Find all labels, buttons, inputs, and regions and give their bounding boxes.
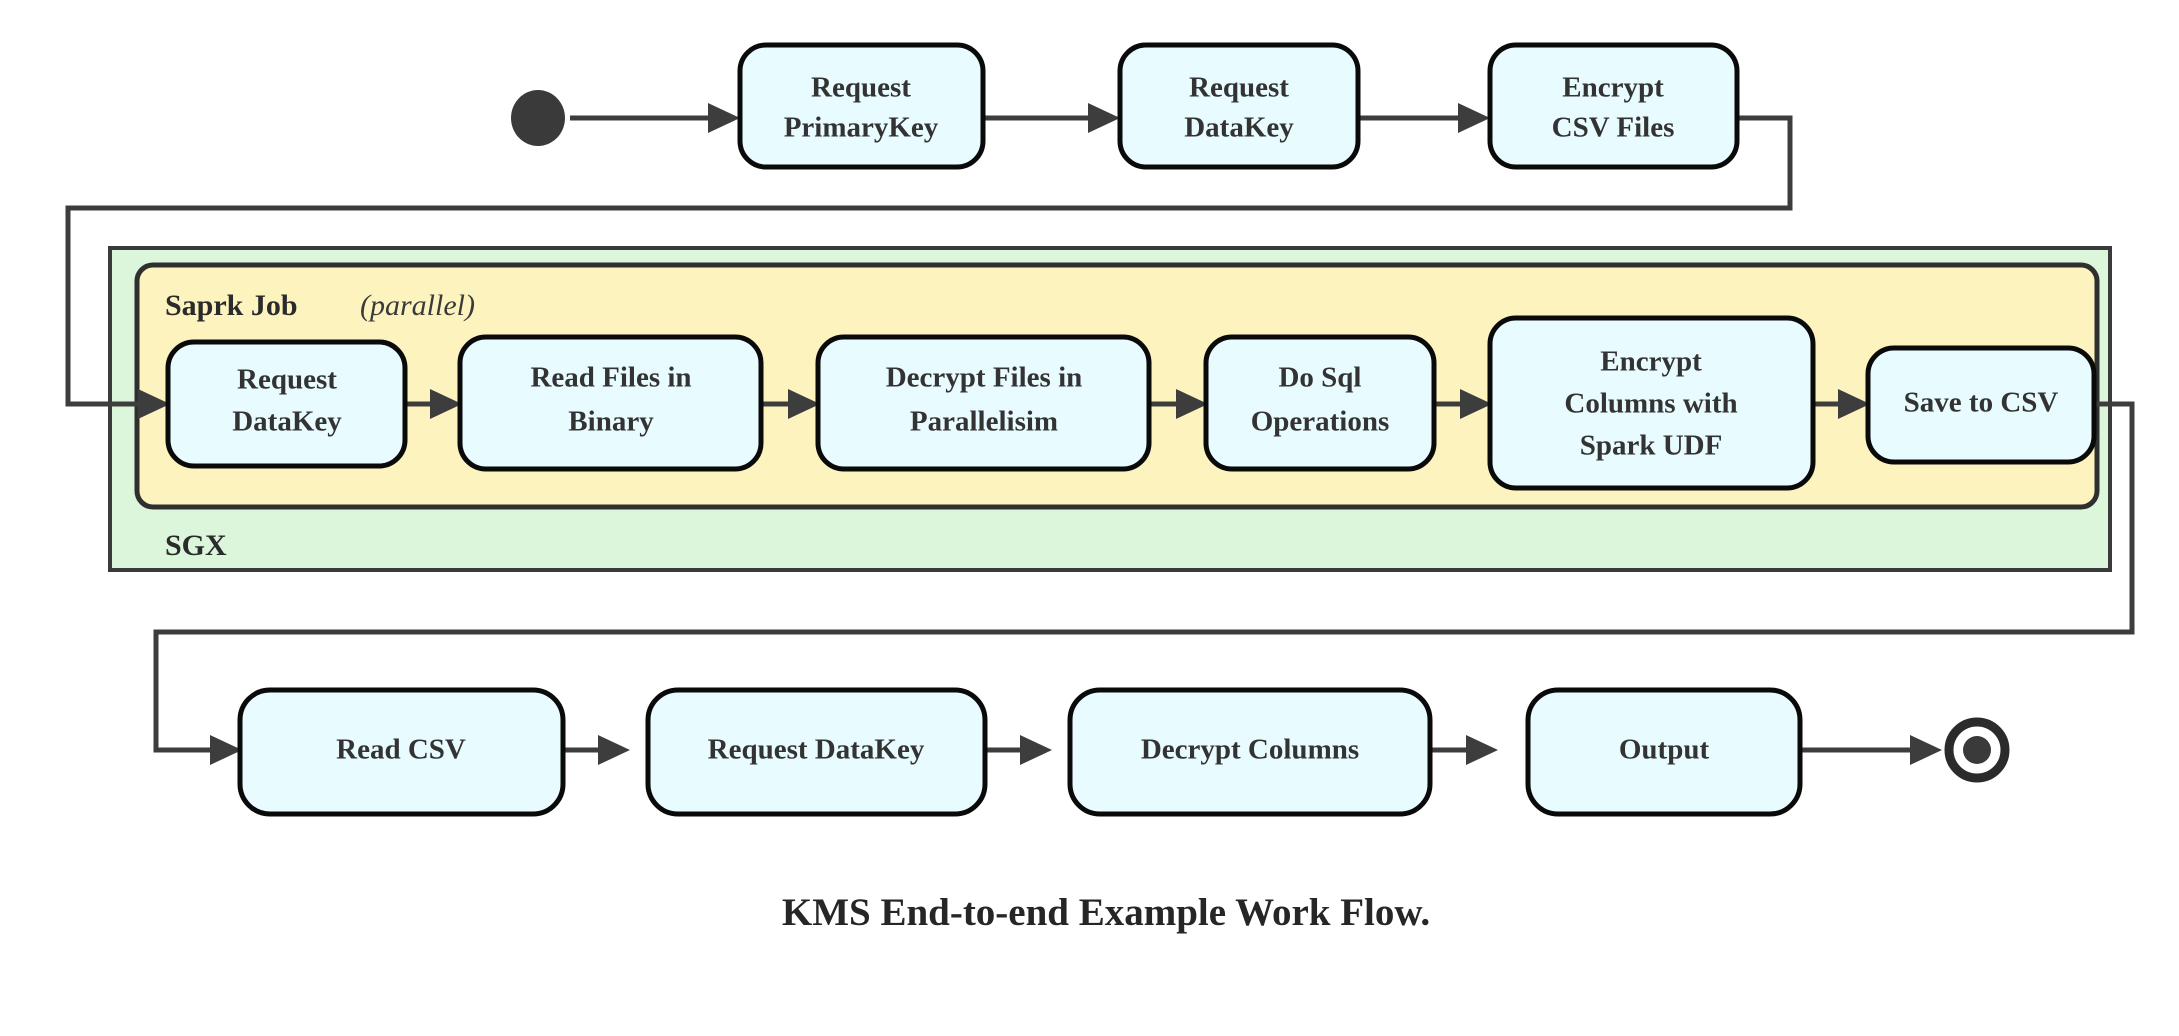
connector-read-files-to-decrypt-files bbox=[760, 389, 820, 419]
node-request-primarykey-line-1: Request bbox=[811, 72, 911, 104]
connector-spark-datakey-to-read-files bbox=[404, 389, 462, 419]
connector-datakey-to-encrypt-csv bbox=[1357, 103, 1490, 133]
connector-start-to-request-primarykey bbox=[570, 103, 740, 133]
node-request-datakey-bottom-label: Request DataKey bbox=[708, 734, 925, 766]
node-encrypt-csv-files-line-2: CSV Files bbox=[1552, 112, 1675, 144]
node-do-sql-operations-line-2: Operations bbox=[1251, 406, 1390, 438]
diagram-caption: KMS End-to-end Example Work Flow. bbox=[782, 891, 1430, 934]
node-read-files-in-binary[interactable]: Read Files in Binary bbox=[457, 334, 764, 472]
connector-decrypt-files-to-do-sql bbox=[1148, 389, 1208, 419]
node-read-csv-label: Read CSV bbox=[336, 734, 466, 766]
node-decrypt-files-in-parallelisim[interactable]: Decrypt Files in Parallelisim bbox=[815, 334, 1152, 472]
node-save-to-csv-label: Save to CSV bbox=[1904, 387, 2059, 419]
node-request-datakey-top-line-1: Request bbox=[1189, 72, 1289, 104]
node-decrypt-files-in-parallelisim-line-2: Parallelisim bbox=[910, 406, 1058, 438]
start-node bbox=[511, 90, 565, 146]
node-output-label: Output bbox=[1619, 734, 1710, 766]
node-output[interactable]: Output bbox=[1525, 687, 1803, 817]
node-request-datakey-spark-line-2: DataKey bbox=[232, 406, 342, 438]
connector-encrypt-csv-to-spark-datakey bbox=[65, 115, 1793, 419]
node-read-csv[interactable]: Read CSV bbox=[237, 687, 566, 817]
node-request-datakey-top-line-2: DataKey bbox=[1184, 112, 1294, 144]
node-save-to-csv[interactable]: Save to CSV bbox=[1865, 345, 2097, 465]
spark-job-group-label: Saprk Job bbox=[165, 289, 298, 322]
node-encrypt-csv-files[interactable]: Encrypt CSV Files bbox=[1487, 42, 1740, 170]
spark-job-parallel-label: (parallel) bbox=[360, 289, 475, 322]
node-encrypt-columns-with-spark-udf[interactable]: Encrypt Columns with Spark UDF bbox=[1487, 315, 1816, 491]
connector-save-csv-to-read-csv bbox=[153, 401, 2135, 765]
connector-encrypt-columns-to-save-csv bbox=[1812, 389, 1870, 419]
node-encrypt-csv-files-line-1: Encrypt bbox=[1562, 72, 1664, 104]
node-decrypt-columns[interactable]: Decrypt Columns bbox=[1067, 687, 1433, 817]
node-read-files-in-binary-line-2: Binary bbox=[568, 406, 654, 438]
connector-decrypt-columns-to-output bbox=[1430, 735, 1498, 765]
node-encrypt-columns-line-1: Encrypt bbox=[1600, 346, 1702, 378]
connector-request-datakey-to-decrypt-columns bbox=[984, 735, 1052, 765]
node-request-datakey-bottom[interactable]: Request DataKey bbox=[645, 687, 988, 817]
node-request-datakey-top[interactable]: Request DataKey bbox=[1117, 42, 1361, 170]
node-request-primarykey[interactable]: Request PrimaryKey bbox=[737, 42, 986, 170]
node-encrypt-columns-line-3: Spark UDF bbox=[1580, 430, 1723, 462]
node-read-files-in-binary-line-1: Read Files in bbox=[530, 362, 691, 394]
end-node bbox=[1944, 717, 2010, 783]
connector-read-csv-to-request-datakey bbox=[562, 735, 630, 765]
node-decrypt-files-in-parallelisim-line-1: Decrypt Files in bbox=[886, 362, 1083, 394]
node-decrypt-columns-label: Decrypt Columns bbox=[1141, 734, 1359, 766]
node-request-datakey-spark[interactable]: Request DataKey bbox=[165, 339, 408, 469]
connector-do-sql-to-encrypt-columns bbox=[1432, 389, 1492, 419]
connector-primarykey-to-datakey bbox=[982, 103, 1120, 133]
node-request-primarykey-line-2: PrimaryKey bbox=[784, 112, 939, 144]
connector-output-to-end bbox=[1800, 735, 1942, 765]
node-request-datakey-spark-line-1: Request bbox=[237, 364, 337, 396]
sgx-group-label: SGX bbox=[165, 529, 227, 562]
node-do-sql-operations-line-1: Do Sql bbox=[1278, 362, 1361, 394]
node-do-sql-operations[interactable]: Do Sql Operations bbox=[1203, 334, 1437, 472]
node-encrypt-columns-line-2: Columns with bbox=[1564, 388, 1737, 420]
